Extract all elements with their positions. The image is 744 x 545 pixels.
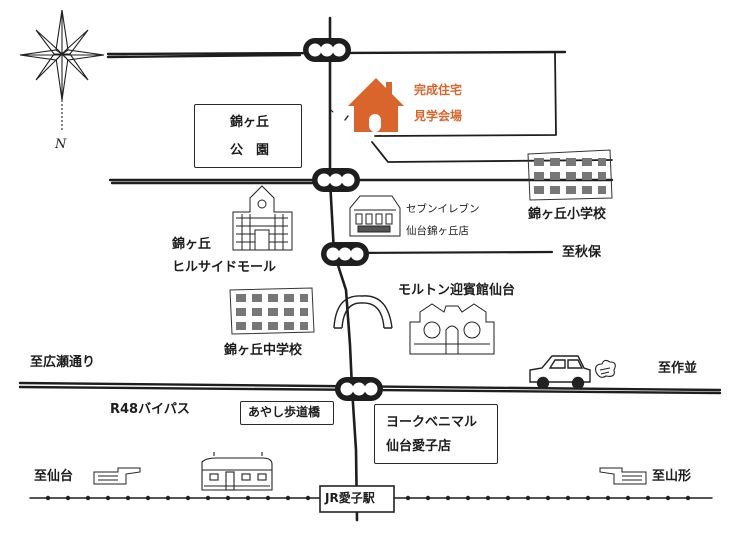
jr-station-label: JR愛子駅: [325, 491, 375, 505]
middle-school-building-icon: [229, 287, 315, 335]
york-benimaru-label-line2: 仙台愛子店: [386, 439, 452, 454]
molton-building-icon: [409, 303, 495, 355]
seven-eleven-building-icon: [349, 195, 401, 237]
traffic-light-r48: [335, 377, 383, 401]
pedestrian-arch-bridge-icon: [333, 295, 393, 329]
seven-eleven-label-line1: セブンイレブン: [406, 203, 480, 215]
hillside-mall-building-icon: [232, 185, 293, 251]
compass-north-label: N: [55, 137, 67, 152]
to-akiu-label: 至秋保: [562, 245, 602, 260]
elementary-school-building-icon: [527, 149, 613, 201]
r48-bypass-label: R48バイパス: [110, 402, 190, 417]
to-hirose-label: 至広瀬通り: [30, 355, 96, 370]
middle-school-label: 錦ヶ丘中学校: [224, 343, 303, 358]
to-yamagata-label: 至山形: [652, 469, 692, 484]
hillside-mall-label-line1: 錦ヶ丘: [172, 237, 212, 252]
molton-label: モルトン迎賓館仙台: [398, 283, 516, 298]
park-label-line2: 公 園: [230, 143, 270, 158]
traffic-light-middle: [312, 168, 360, 192]
pointing-hand-left-icon: [93, 467, 141, 485]
model-house-access-road: [374, 52, 557, 137]
model-house-label-line2: 見学会場: [414, 109, 463, 123]
ayashi-bridge-label: あやし歩道橋: [248, 405, 321, 419]
park-label-line1: 錦ヶ丘: [230, 115, 270, 130]
middle-road: [108, 178, 614, 185]
to-sakunami-label: 至作並: [658, 361, 698, 376]
railway-ties: [45, 495, 691, 501]
pointing-hand-right-icon: [599, 467, 647, 485]
park-box: [194, 104, 302, 168]
compass-icon: [19, 9, 105, 132]
to-sendai-label: 至仙台: [34, 469, 74, 484]
train-icon: [201, 452, 273, 491]
elementary-school-label: 錦ヶ丘小学校: [528, 207, 607, 222]
traffic-light-top: [303, 38, 351, 62]
car-icon: [529, 355, 591, 390]
traffic-light-akiu: [321, 242, 369, 266]
model-house-icon: [348, 78, 404, 132]
jr-station-box: [319, 485, 395, 513]
york-benimaru-label-line1: ヨークベニマル: [386, 415, 478, 430]
ayashi-bridge-box: [240, 401, 334, 425]
exhaust-cloud-icon: [595, 359, 616, 378]
main-north-south-road: [328, 16, 359, 522]
hillside-mall-label-line2: ヒルサイドモール: [172, 260, 277, 275]
model-house-label-line1: 完成住宅: [414, 83, 463, 97]
york-benimaru-box: [374, 404, 498, 464]
seven-eleven-label-line2: 仙台錦ヶ丘店: [406, 225, 469, 237]
akiu-road: [343, 250, 554, 255]
